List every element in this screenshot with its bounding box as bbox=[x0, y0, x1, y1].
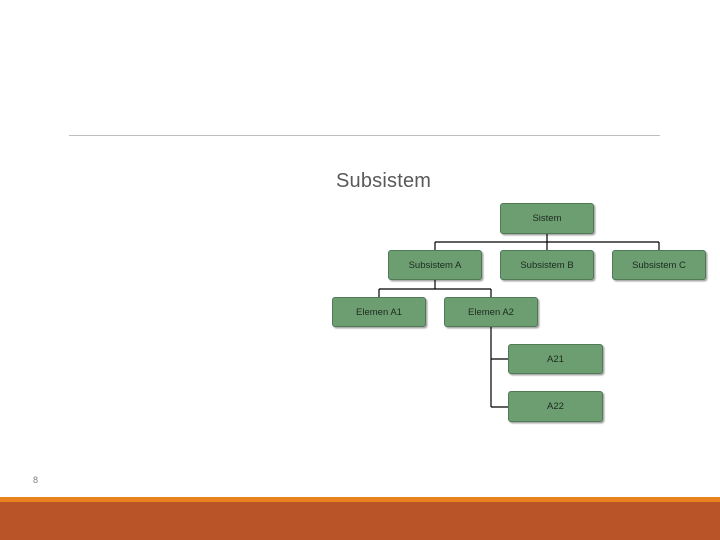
node-elemen-a2: Elemen A2 bbox=[444, 297, 538, 327]
node-subsistem-c: Subsistem C bbox=[612, 250, 706, 280]
node-subsistem-a: Subsistem A bbox=[388, 250, 482, 280]
slide-number: 8 bbox=[33, 475, 39, 485]
footer-accent-strip bbox=[0, 497, 720, 502]
node-subsistem-b: Subsistem B bbox=[500, 250, 594, 280]
slide-title: Subsistem bbox=[336, 170, 432, 192]
node-a21: A21 bbox=[508, 344, 603, 374]
node-a22: A22 bbox=[508, 391, 603, 422]
node-elemen-a1: Elemen A1 bbox=[332, 297, 426, 327]
title-divider bbox=[69, 135, 660, 136]
footer-bar bbox=[0, 502, 720, 540]
node-sistem: Sistem bbox=[500, 203, 594, 234]
